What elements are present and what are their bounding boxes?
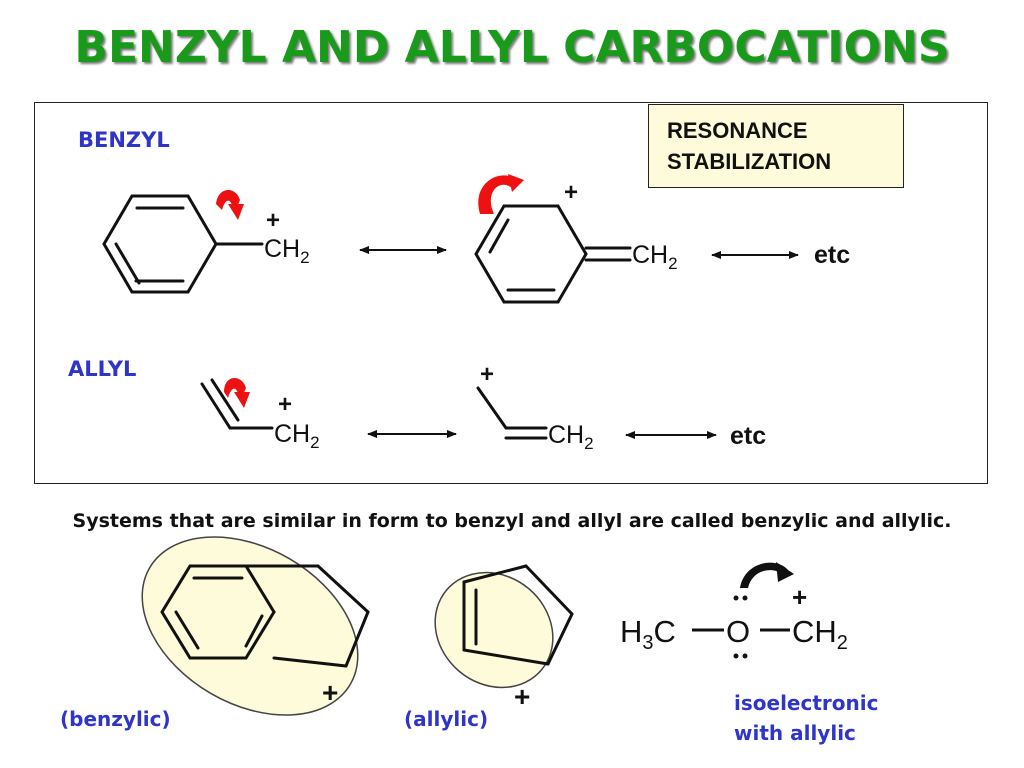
benzyl-label: BENZYL <box>78 128 170 152</box>
plus-charge: + <box>792 582 807 612</box>
cyclopentene-structure <box>462 564 574 666</box>
etc-label: etc <box>730 422 766 450</box>
page-title: BENZYL AND ALLYL CARBOCATIONS <box>74 22 950 73</box>
curved-arrow-head-icon <box>776 562 794 582</box>
benzyl-resonance-structure <box>474 204 632 304</box>
curved-arrow-icon <box>478 175 518 214</box>
benzyl-cation-structure <box>102 194 264 294</box>
curved-arrow-head-icon <box>234 392 250 408</box>
allyl-resonance-structure <box>476 386 548 440</box>
plus-charge: + <box>514 681 530 712</box>
stabilization-label: STABILIZATION <box>667 149 832 174</box>
allyl-cation-structure <box>200 378 274 430</box>
resonance-stabilization-box: RESONANCE STABILIZATION <box>648 104 904 188</box>
oxygen-atom: O <box>726 614 750 649</box>
resonance-frame <box>34 102 988 484</box>
plus-charge: + <box>266 207 280 234</box>
curved-arrow-head-icon <box>228 204 244 220</box>
plus-charge: + <box>480 361 494 388</box>
methyl-group: H3C <box>620 614 676 654</box>
isoelectronic-note: isoelectronic with allylic <box>734 688 878 748</box>
lone-pair-dot <box>733 653 739 659</box>
lone-pair-dot <box>733 595 739 601</box>
explanation-note: Systems that are similar in form to benz… <box>72 510 952 532</box>
lone-pair-dot <box>742 595 748 601</box>
etc-label: etc <box>814 241 850 269</box>
resonance-label: RESONANCE <box>667 118 808 143</box>
allyl-label: ALLYL <box>68 357 137 381</box>
lone-pair-dot <box>742 653 748 659</box>
benzylic-label: (benzylic) <box>60 707 171 731</box>
plus-charge: + <box>278 391 292 418</box>
allylic-label: (allylic) <box>404 707 489 731</box>
ch2-group: CH2 <box>264 235 310 267</box>
plus-charge: + <box>322 677 338 708</box>
curved-arrow-icon <box>740 562 788 588</box>
indane-structure <box>160 564 370 668</box>
ch2-group: CH2 <box>792 614 848 654</box>
isoelectronic-line2: with allylic <box>734 721 856 745</box>
ch2-group: CH2 <box>632 241 678 273</box>
ch2-group: CH2 <box>548 421 594 453</box>
plus-charge: + <box>564 179 578 206</box>
curved-arrow-head-icon <box>508 174 524 192</box>
ch2-group: CH2 <box>274 420 320 452</box>
benzylic-highlight <box>141 536 359 716</box>
isoelectronic-line1: isoelectronic <box>734 691 879 715</box>
